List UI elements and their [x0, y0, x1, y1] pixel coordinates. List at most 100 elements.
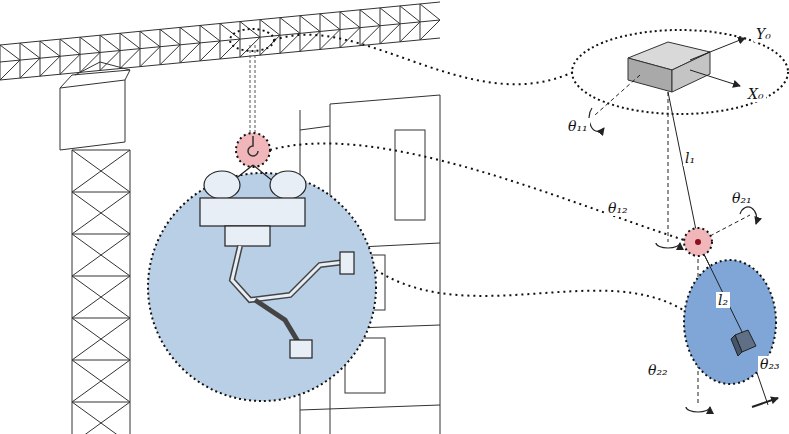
- symbol-label: X₀: [746, 86, 766, 102]
- lattice-member: [72, 276, 130, 318]
- lattice-member: [72, 234, 130, 276]
- lattice-member: [100, 62, 130, 70]
- lattice-member: [180, 43, 200, 63]
- lattice-member: [72, 150, 130, 151]
- lattice-member: [72, 318, 130, 360]
- lattice-member: [320, 14, 340, 30]
- hoist-cable: [250, 45, 255, 140]
- lattice-member: [340, 28, 360, 48]
- symbol-label: Y₀: [754, 26, 773, 42]
- lattice-member: [160, 29, 180, 44]
- trolley-box: [628, 42, 710, 92]
- lattice-member: [60, 39, 61, 74]
- lattice-member: [100, 35, 101, 70]
- axes: [595, 38, 768, 405]
- lattice-member: [72, 192, 130, 234]
- lattice-member: [40, 41, 60, 56]
- lattice-member: [100, 35, 120, 50]
- lattice-member: [140, 31, 160, 46]
- lattice-member: [72, 318, 130, 319]
- symbol-label: θ₂₂: [646, 362, 670, 378]
- lattice-member: [260, 35, 280, 55]
- lattice-member: [360, 10, 380, 26]
- lattice-member: [280, 33, 300, 53]
- base-ellipse: [572, 30, 788, 114]
- lattice-member: [320, 14, 321, 50]
- lattice-member: [60, 39, 80, 54]
- lattice-member: [380, 8, 400, 24]
- lattice-member: [72, 360, 130, 402]
- lattice-member: [180, 27, 181, 62]
- axis-line: [698, 364, 699, 405]
- lattice-member: [72, 192, 130, 234]
- lattice-member: [200, 25, 220, 41]
- lattice-member: [60, 75, 72, 88]
- lattice-member: [140, 47, 160, 67]
- symbol-label: θ₂₁: [730, 190, 754, 206]
- lattice-member: [300, 16, 301, 52]
- lattice-member: [72, 150, 130, 192]
- focus-ellipse: [230, 29, 274, 51]
- lattice-member: [72, 234, 130, 235]
- lattice-member: [80, 52, 100, 72]
- lattice-member: [40, 56, 60, 76]
- symbol-label: l₁: [683, 150, 697, 166]
- lattice-member: [380, 24, 400, 44]
- lattice-member: [240, 22, 241, 58]
- lattice-member: [80, 37, 81, 72]
- lattice-member: [340, 12, 341, 48]
- lattice-member: [72, 234, 130, 276]
- link-l2: [698, 242, 745, 338]
- joint-dot: [695, 239, 701, 245]
- lattice-member: [160, 29, 161, 64]
- lattice-member: [60, 80, 125, 88]
- symbol-label: θ₁₂: [606, 200, 630, 216]
- joint-region: [684, 228, 712, 256]
- lattice-member: [420, 4, 421, 40]
- lattice-member: [72, 276, 130, 277]
- lattice-member: [75, 62, 100, 75]
- lattice-member: [20, 43, 40, 58]
- lattice-member: [60, 54, 80, 74]
- lattice-member: [300, 16, 320, 32]
- lattice-member: [80, 37, 100, 52]
- lattice-member: [360, 10, 361, 46]
- lattice-member: [72, 402, 130, 434]
- lattice-member: [72, 150, 130, 192]
- lattice-member: [72, 276, 130, 318]
- robot-region: [148, 173, 376, 401]
- lattice-member: [280, 18, 281, 54]
- lattice-member: [360, 26, 380, 46]
- robot-drawing: [200, 165, 354, 358]
- lattice-member: [0, 45, 20, 60]
- lattice-member: [20, 58, 40, 78]
- lattice-member: [420, 20, 440, 40]
- lattice-member: [72, 360, 130, 402]
- payload-cube: [731, 330, 756, 356]
- lattice-member: [120, 33, 140, 48]
- lattice-member: [180, 27, 200, 43]
- lattice-member: [72, 402, 130, 403]
- lattice-member: [280, 18, 300, 34]
- lattice-member: [260, 20, 280, 36]
- lattice-member: [200, 41, 220, 61]
- lattice-member: [220, 24, 221, 60]
- lattice-member: [400, 6, 420, 22]
- lattice-member: [120, 49, 140, 69]
- lattice-member: [400, 6, 401, 42]
- lattice-member: [160, 45, 180, 65]
- lattice-member: [100, 51, 120, 71]
- lattice-member: [72, 318, 130, 360]
- lattice-member: [0, 45, 1, 80]
- lattice-member: [200, 25, 201, 60]
- lattice-member: [400, 22, 420, 42]
- lattice-member: [72, 360, 130, 361]
- lattice-member: [320, 30, 340, 50]
- hook-region: [236, 133, 270, 167]
- rotation-arrows: [589, 108, 778, 412]
- lattice-member: [125, 70, 130, 80]
- lattice-member: [72, 192, 130, 193]
- lattice-member: [0, 20, 440, 62]
- lattice-member: [0, 60, 20, 80]
- lattice-member: [40, 41, 41, 76]
